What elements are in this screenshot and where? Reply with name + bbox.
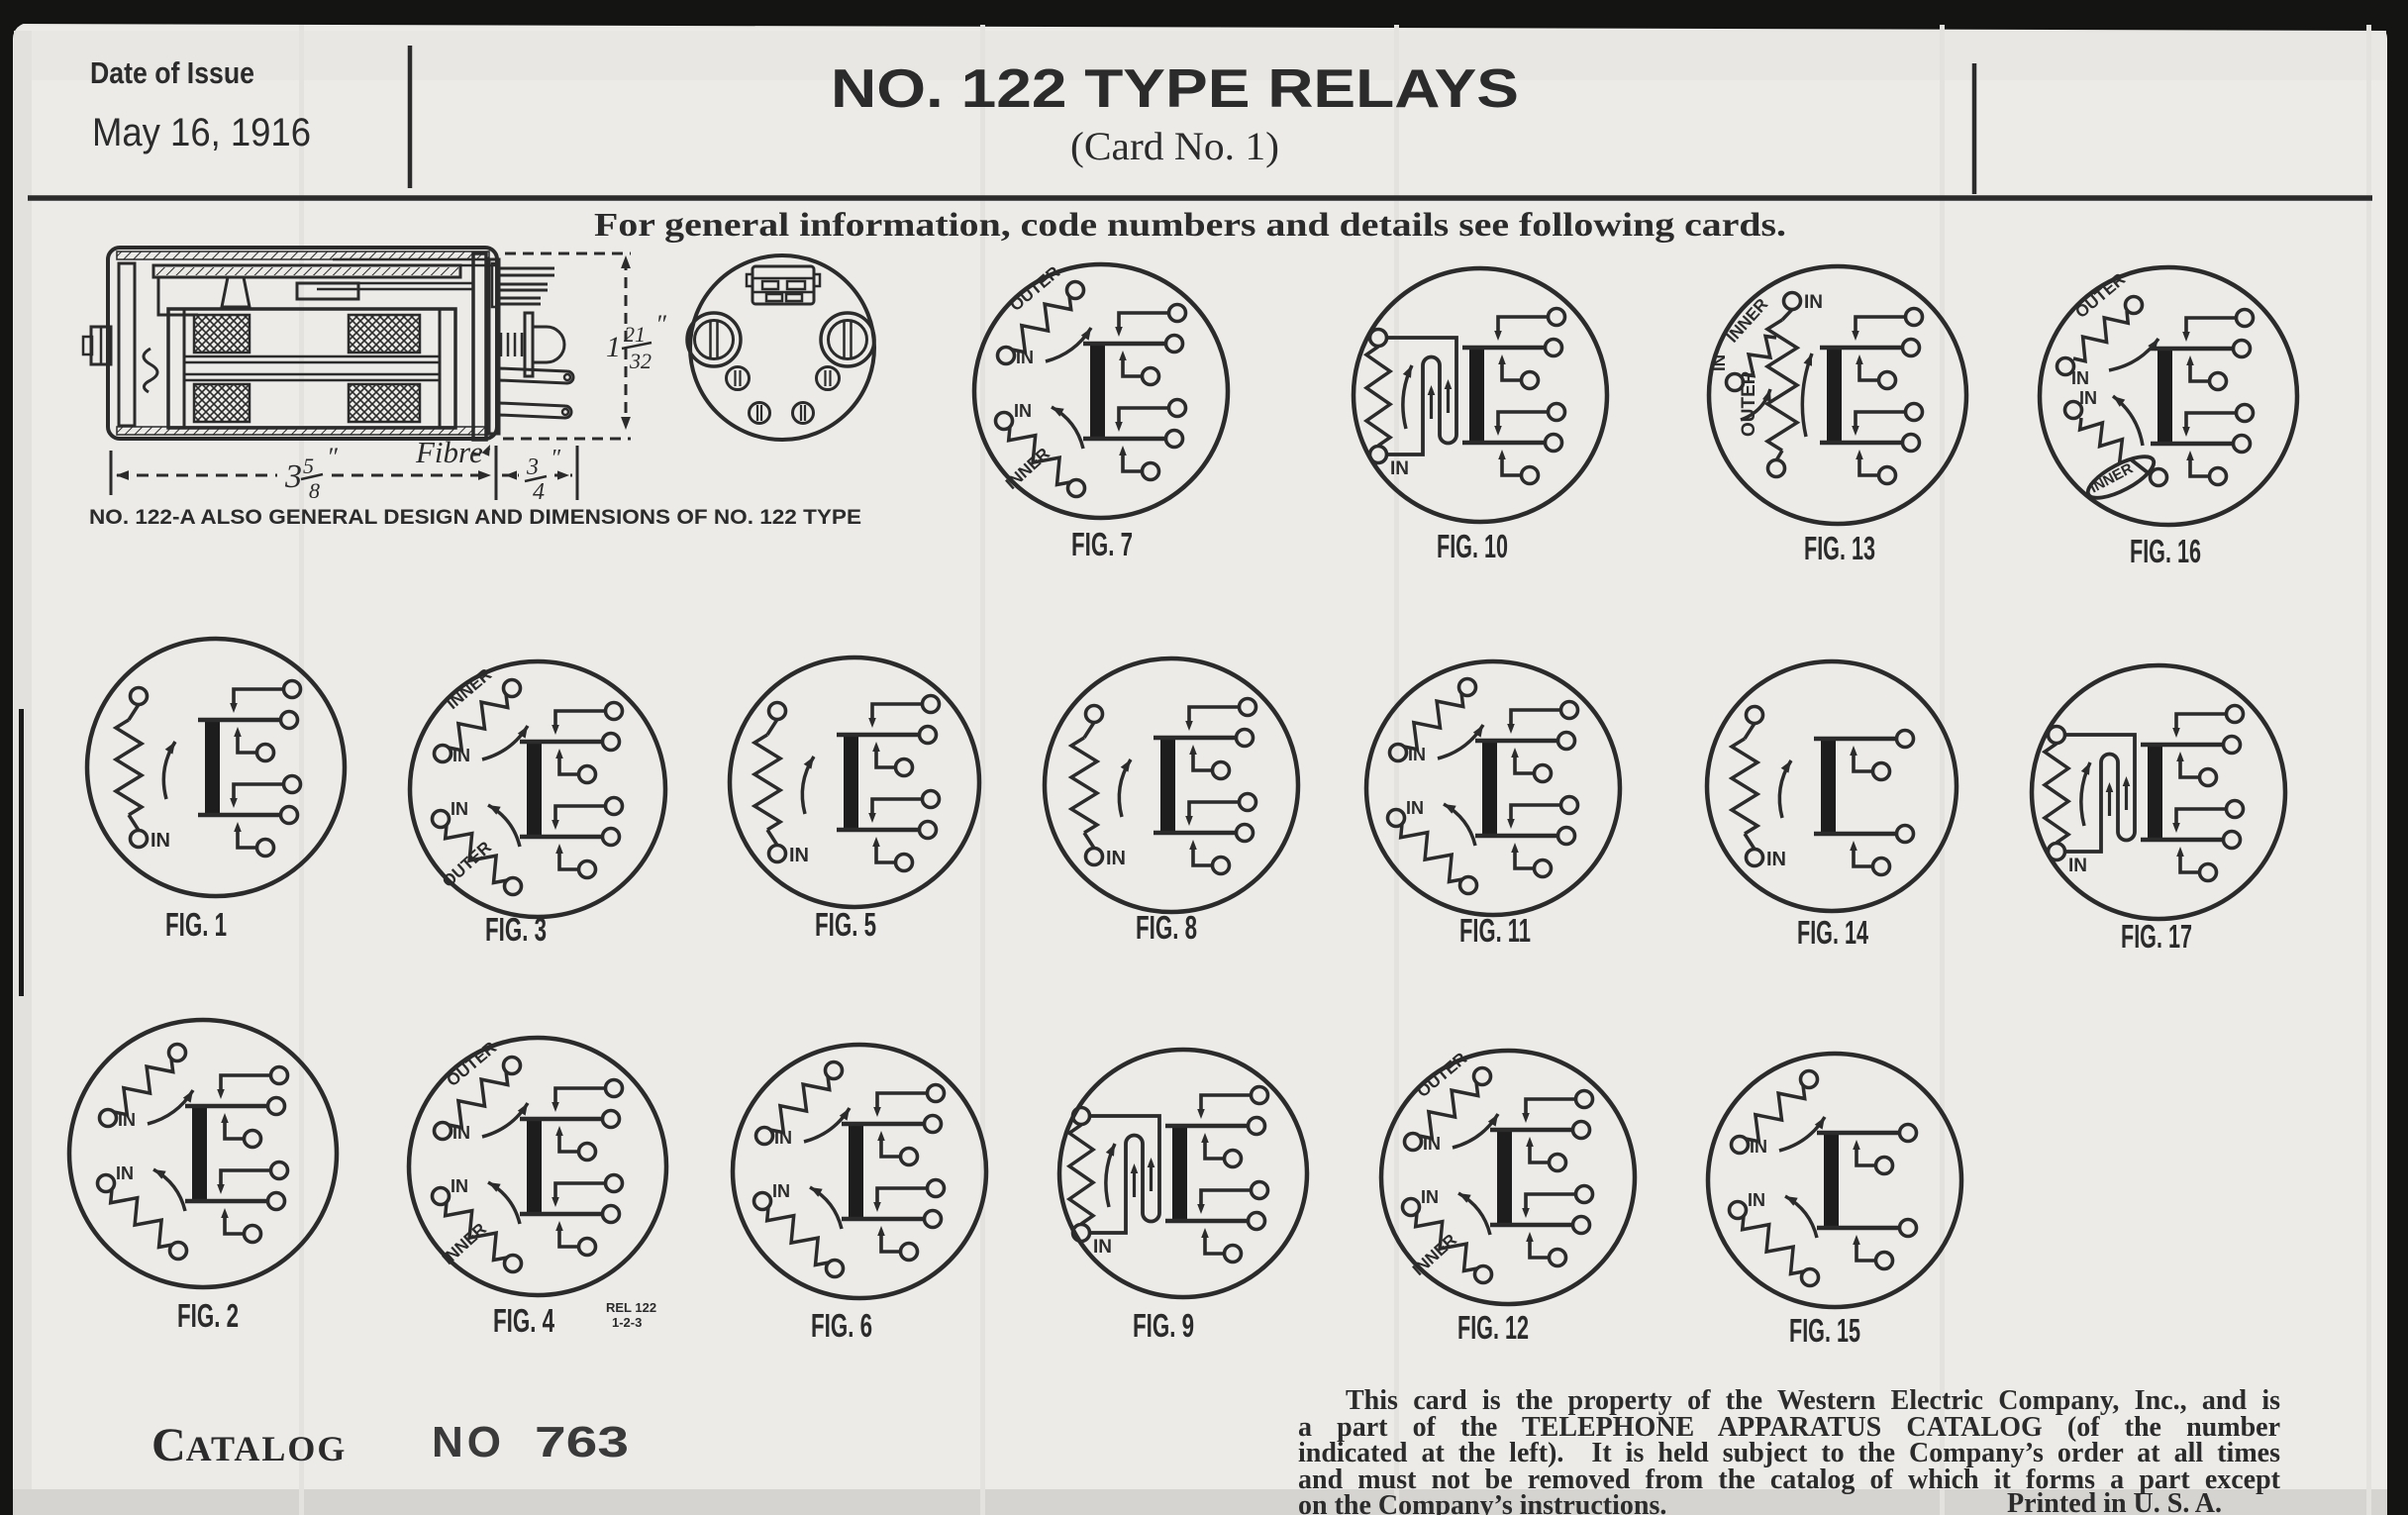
svg-text:IN: IN	[774, 1128, 792, 1148]
svg-text:IN: IN	[789, 845, 809, 866]
svg-text:IN: IN	[1804, 292, 1823, 313]
svg-text:FIG. 5: FIG. 5	[815, 906, 876, 943]
svg-text:″: ″	[327, 443, 339, 471]
svg-text:IN: IN	[1748, 1190, 1765, 1210]
svg-text:CATALOG: CATALOG	[151, 1419, 347, 1471]
svg-text:IN: IN	[2068, 856, 2087, 876]
svg-text:IN: IN	[1406, 798, 1424, 818]
svg-text:IN: IN	[1014, 401, 1032, 421]
svg-text:FIG. 4: FIG. 4	[493, 1302, 554, 1339]
svg-text:″: ″	[551, 446, 561, 471]
svg-text:IN: IN	[118, 1110, 136, 1130]
svg-text:3: 3	[526, 454, 539, 480]
svg-text:NO. 122 TYPE RELAYS: NO. 122 TYPE RELAYS	[831, 57, 1519, 119]
svg-text:1: 1	[606, 331, 621, 363]
svg-text:NO: NO	[432, 1418, 505, 1466]
svg-text:IN: IN	[1106, 848, 1126, 869]
svg-text:IN: IN	[1016, 348, 1034, 367]
svg-text:IN: IN	[116, 1163, 134, 1183]
svg-text:FIG. 12: FIG. 12	[1457, 1309, 1529, 1346]
svg-text:FIG. 1: FIG. 1	[165, 906, 227, 943]
svg-text:IN: IN	[451, 799, 468, 819]
svg-text:IN: IN	[1766, 849, 1786, 870]
svg-text:FIG. 15: FIG. 15	[1789, 1312, 1860, 1349]
svg-text:3: 3	[284, 458, 302, 495]
svg-text:4: 4	[533, 479, 545, 505]
svg-text:32: 32	[629, 349, 652, 373]
svg-text:NO. 122-A ALSO GENERAL DESIGN: NO. 122-A ALSO GENERAL DESIGN AND DIMENS…	[89, 506, 861, 529]
svg-text:5: 5	[303, 454, 314, 478]
svg-text:FIG. 10: FIG. 10	[1437, 528, 1508, 564]
svg-text:FIG. 17: FIG. 17	[2121, 918, 2192, 955]
svg-text:IN: IN	[772, 1181, 790, 1201]
svg-text:IN: IN	[2071, 368, 2089, 388]
svg-text:FIG. 7: FIG. 7	[1071, 526, 1133, 562]
svg-text:21: 21	[624, 322, 646, 347]
svg-text:REL 122: REL 122	[606, 1300, 656, 1315]
svg-text:IN: IN	[1710, 354, 1729, 371]
svg-text:For general information, code: For general information, code numbers an…	[594, 207, 1786, 244]
svg-text:FIG. 2: FIG. 2	[177, 1297, 239, 1334]
svg-text:IN: IN	[452, 746, 470, 765]
svg-text:May 16, 1916: May 16, 1916	[92, 111, 311, 154]
svg-text:(Card No. 1): (Card No. 1)	[1070, 124, 1279, 168]
svg-text:IN: IN	[1421, 1187, 1439, 1207]
svg-text:FIG. 9: FIG. 9	[1133, 1307, 1194, 1344]
svg-text:IN: IN	[452, 1123, 470, 1143]
svg-text:FIG. 3: FIG. 3	[485, 911, 547, 948]
svg-text:IN: IN	[1093, 1237, 1112, 1258]
svg-text:IN: IN	[1408, 745, 1426, 764]
svg-text:IN: IN	[1750, 1137, 1767, 1157]
svg-text:IN: IN	[451, 1176, 468, 1196]
svg-text:FIG. 8: FIG. 8	[1136, 909, 1197, 946]
svg-text:1-2-3: 1-2-3	[612, 1315, 642, 1330]
svg-text:Fibre: Fibre	[415, 435, 483, 469]
svg-text:IN: IN	[1423, 1134, 1441, 1154]
svg-text:Date of Issue: Date of Issue	[90, 55, 254, 90]
svg-text:″: ″	[655, 310, 667, 339]
svg-text:8: 8	[309, 478, 320, 503]
svg-text:FIG. 16: FIG. 16	[2130, 533, 2201, 569]
svg-text:FIG. 11: FIG. 11	[1459, 912, 1531, 949]
svg-text:FIG. 13: FIG. 13	[1804, 530, 1875, 566]
svg-text:IN: IN	[150, 830, 170, 852]
svg-text:IN: IN	[2079, 388, 2097, 408]
svg-text:763: 763	[535, 1418, 629, 1466]
svg-text:FIG. 14: FIG. 14	[1797, 914, 1868, 951]
svg-text:FIG. 6: FIG. 6	[811, 1307, 872, 1344]
svg-text:IN: IN	[1390, 458, 1409, 479]
